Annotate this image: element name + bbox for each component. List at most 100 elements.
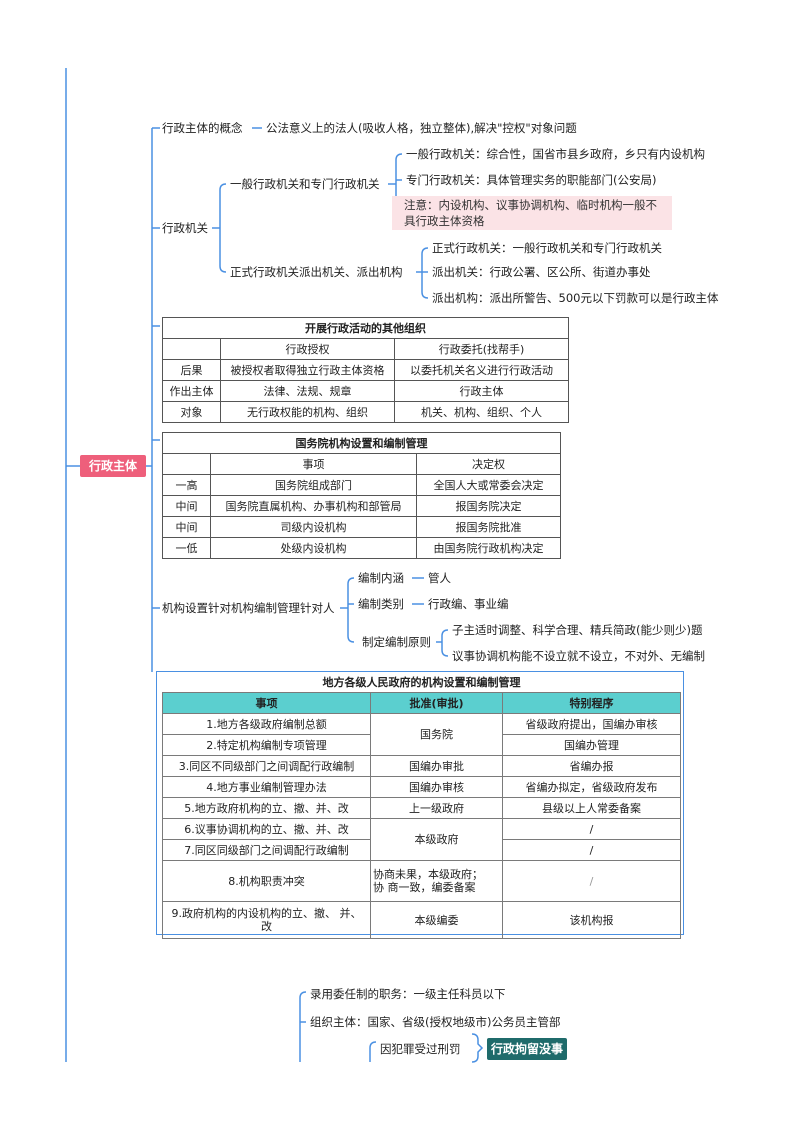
table3-cell: 国编办审批 <box>370 755 503 777</box>
table3-header: 特别程序 <box>501 692 682 714</box>
table-row: 作出主体 法律、法规、规章 行政主体 <box>162 380 569 402</box>
table2-title: 国务院机构设置和编制管理 <box>161 432 562 454</box>
table1-cell: 作出主体 <box>162 380 221 402</box>
table3-cell: 1.地方各级政府编制总额 <box>162 713 371 735</box>
table3-cell: 5.地方政府机构的立、撤、并、改 <box>162 797 371 819</box>
staffing-principle-item: 议事协调机构能不设立就不设立，不对外、无编制 <box>452 649 705 663</box>
table2-cell: 国务院组成部门 <box>210 474 417 496</box>
table2-cell: 国务院直属机构、办事机构和部管局 <box>210 495 417 517</box>
table1-cell: 法律、法规、规章 <box>220 380 395 402</box>
staffing-content-value: 管人 <box>428 571 451 585</box>
table1-cell: 以委托机关名义进行行政活动 <box>394 359 569 381</box>
table-row: 5.地方政府机构的立、撤、并、改 上一级政府 县级以上人常委备案 <box>162 797 682 819</box>
table3-cell: / <box>501 860 682 902</box>
table1-cell: 行政主体 <box>394 380 569 402</box>
table-row: 8.机构职责冲突 协商未果，本级政府； 协 商一致，编委备案 / <box>162 860 682 902</box>
staffing-category-value: 行政编、事业编 <box>428 597 509 611</box>
table3-cell: 7.同区同级部门之间调配行政编制 <box>162 839 371 861</box>
table-row: 6.议事协调机构的立、撤、并、改 本级政府 / <box>162 818 682 861</box>
table3-cell: 县级以上人常委备案 <box>501 797 682 819</box>
table3-cell: / <box>501 839 682 861</box>
table3-cell: 3.同区不同级部门之间调配行政编制 <box>162 755 371 777</box>
table3-cell-line: 协商未果，本级政府； <box>373 868 483 881</box>
table2-cell: 报国务院决定 <box>415 495 562 517</box>
table1-header <box>162 338 221 360</box>
table3-cell: 本级政府 <box>370 818 503 861</box>
table-row: 一高 国务院组成部门 全国人大或常委会决定 <box>162 474 562 496</box>
dispatched-agency-item: 派出机构：派出所警告、500元以下罚款可以是行政主体 <box>432 291 719 305</box>
table3-cell: 省编办拟定，省级政府发布 <box>501 776 682 798</box>
table3-cell-line: 协 商一致，编委备案 <box>373 881 476 894</box>
table-row: 中间 司级内设机构 报国务院批准 <box>162 516 562 538</box>
staffing-category-label[interactable]: 编制类别 <box>358 597 404 611</box>
table2-cell: 中间 <box>162 516 211 538</box>
table-other-organizations: 开展行政活动的其他组织 行政授权 行政委托(找帮手) 后果 被授权者取得独立行政… <box>162 317 569 423</box>
table-row: 对象 无行政权能的机构、组织 机关、机构、组织、个人 <box>162 401 569 423</box>
formal-organ-item: 正式行政机关：一般行政机关和专门行政机关 <box>432 241 662 255</box>
staffing-content-label[interactable]: 编制内涵 <box>358 571 404 585</box>
table3-cell: 4.地方事业编制管理办法 <box>162 776 371 798</box>
table-row: 4.地方事业编制管理办法 国编办审核 省编办拟定，省级政府发布 <box>162 776 682 798</box>
table3-cell: 国编办审核 <box>370 776 503 798</box>
table1-header: 行政委托(找帮手) <box>394 338 569 360</box>
table2-cell: 全国人大或常委会决定 <box>415 474 562 496</box>
general-organ-item: 一般行政机关：综合性，国省市县乡政府，乡只有内设机构 <box>406 147 705 161</box>
table3-cell-line: 9.政府机构的内设机构的立、撤、 并、 <box>171 907 362 920</box>
concept-text: 公法意义上的法人(吸收人格，独立整体),解决"控权"对象问题 <box>266 121 577 135</box>
table-state-council: 国务院机构设置和编制管理 事项 决定权 一高 国务院组成部门 全国人大或常委会决… <box>161 432 562 559</box>
table1-cell: 后果 <box>162 359 221 381</box>
table-row: 中间 国务院直属机构、办事机构和部管局 报国务院决定 <box>162 495 562 517</box>
table2-cell: 中间 <box>162 495 211 517</box>
note-highlight <box>392 196 672 230</box>
staffing-principle-item: 子主适时调整、科学合理、精兵简政(能少则少)题 <box>452 623 703 637</box>
table1-cell: 对象 <box>162 401 221 423</box>
bottom-item: 录用委任制的职务：一级主任科员以下 <box>310 987 506 1001</box>
table3-cell: 本级编委 <box>370 901 503 939</box>
concept-label[interactable]: 行政主体的概念 <box>162 121 243 135</box>
organ-label[interactable]: 行政机关 <box>162 221 208 235</box>
table2-header: 决定权 <box>415 453 562 475</box>
table2-cell: 由国务院行政机构决定 <box>415 537 562 559</box>
table-row: 一低 处级内设机构 由国务院行政机构决定 <box>162 537 562 559</box>
table3-cell: 国务院 <box>370 713 503 756</box>
table1-cell: 无行政权能的机构、组织 <box>220 401 395 423</box>
table3-cell-line: 改 <box>261 920 272 933</box>
table-row: 9.政府机构的内设机构的立、撤、 并、 改 本级编委 该机构报 <box>162 901 682 939</box>
table3-cell: 省级政府提出，国编办审核 <box>501 713 682 735</box>
root-node[interactable]: 行政主体 <box>80 455 146 477</box>
bottom-tag[interactable]: 行政拘留没事 <box>487 1038 567 1060</box>
staffing-principle-label[interactable]: 制定编制原则 <box>362 635 431 649</box>
note-line1: 注意：内设机构、议事协调机构、临时机构一般不 <box>404 198 657 212</box>
table-row: 后果 被授权者取得独立行政主体资格 以委托机关名义进行行政活动 <box>162 359 569 381</box>
table2-header: 事项 <box>210 453 417 475</box>
note-line2: 具行政主体资格 <box>404 214 485 228</box>
bottom-sub: 因犯罪受过刑罚 <box>380 1042 461 1056</box>
table3-title: 地方各级人民政府的机构设置和编制管理 <box>322 675 521 689</box>
table-local-government: 地方各级人民政府的机构设置和编制管理 事项 批准(审批) 特别程序 1.地方各级… <box>162 672 682 939</box>
table2-cell: 一高 <box>162 474 211 496</box>
table-row: 3.同区不同级部门之间调配行政编制 国编办审批 省编办报 <box>162 755 682 777</box>
table2-header <box>162 453 211 475</box>
table1-cell: 机关、机构、组织、个人 <box>394 401 569 423</box>
table3-cell: 国编办管理 <box>501 734 682 756</box>
dispatched-organ-item: 派出机关：行政公署、区公所、街道办事处 <box>432 265 651 279</box>
table3-cell: 省编办报 <box>501 755 682 777</box>
general-organ-label[interactable]: 一般行政机关和专门行政机关 <box>230 177 380 191</box>
table2-cell: 司级内设机构 <box>210 516 417 538</box>
table2-cell: 报国务院批准 <box>415 516 562 538</box>
table2-cell: 一低 <box>162 537 211 559</box>
table3-cell: / <box>501 818 682 840</box>
table1-cell: 被授权者取得独立行政主体资格 <box>220 359 395 381</box>
bottom-item: 组织主体：国家、省级(授权地级市)公务员主管部 <box>310 1015 561 1029</box>
table1-header: 行政授权 <box>220 338 395 360</box>
table3-cell: 8.机构职责冲突 <box>162 860 371 902</box>
table3-header: 事项 <box>162 692 371 714</box>
table3-cell: 该机构报 <box>501 901 682 939</box>
formal-organ-label[interactable]: 正式行政机关派出机关、派出机构 <box>230 265 403 279</box>
table3-cell: 2.特定机构编制专项管理 <box>162 734 371 756</box>
table3-header: 批准(审批) <box>370 692 503 714</box>
table3-cell: 上一级政府 <box>370 797 503 819</box>
table3-cell: 6.议事协调机构的立、撤、并、改 <box>162 818 371 840</box>
staffing-label[interactable]: 机构设置针对机构编制管理针对人 <box>162 601 335 615</box>
